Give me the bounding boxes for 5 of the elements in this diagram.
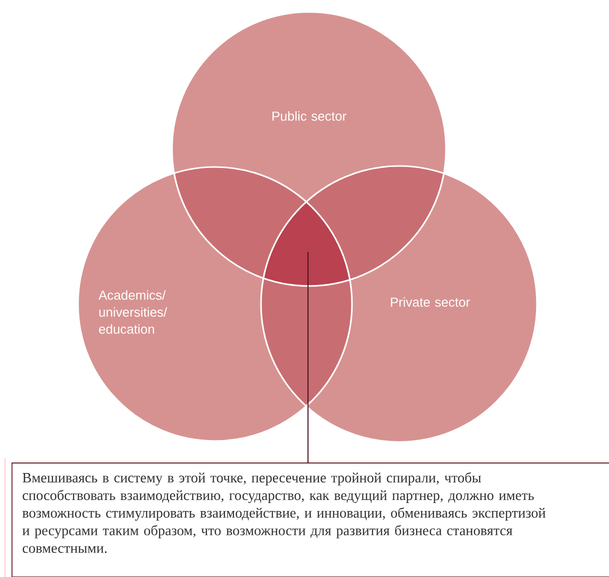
- text-box: Вмешиваясь в систему в этой точке, пересечение тройной спирали, чтобы способствовать взаимодействию, государство, как ведущий партнер, должно иметь возможность стимулировать взаимодействие, и инновации, обмениваясь экспертизой и ресурсами таким образом, что возможности для развития бизнеса становятся совместными.: [12, 462, 609, 577]
- intersection-region: [263, 202, 350, 286]
- circle-label: Academics/ universities/ education: [98, 290, 168, 334]
- circle-label: Private sector: [390, 297, 470, 307]
- circle-label: Public sector: [272, 111, 346, 121]
